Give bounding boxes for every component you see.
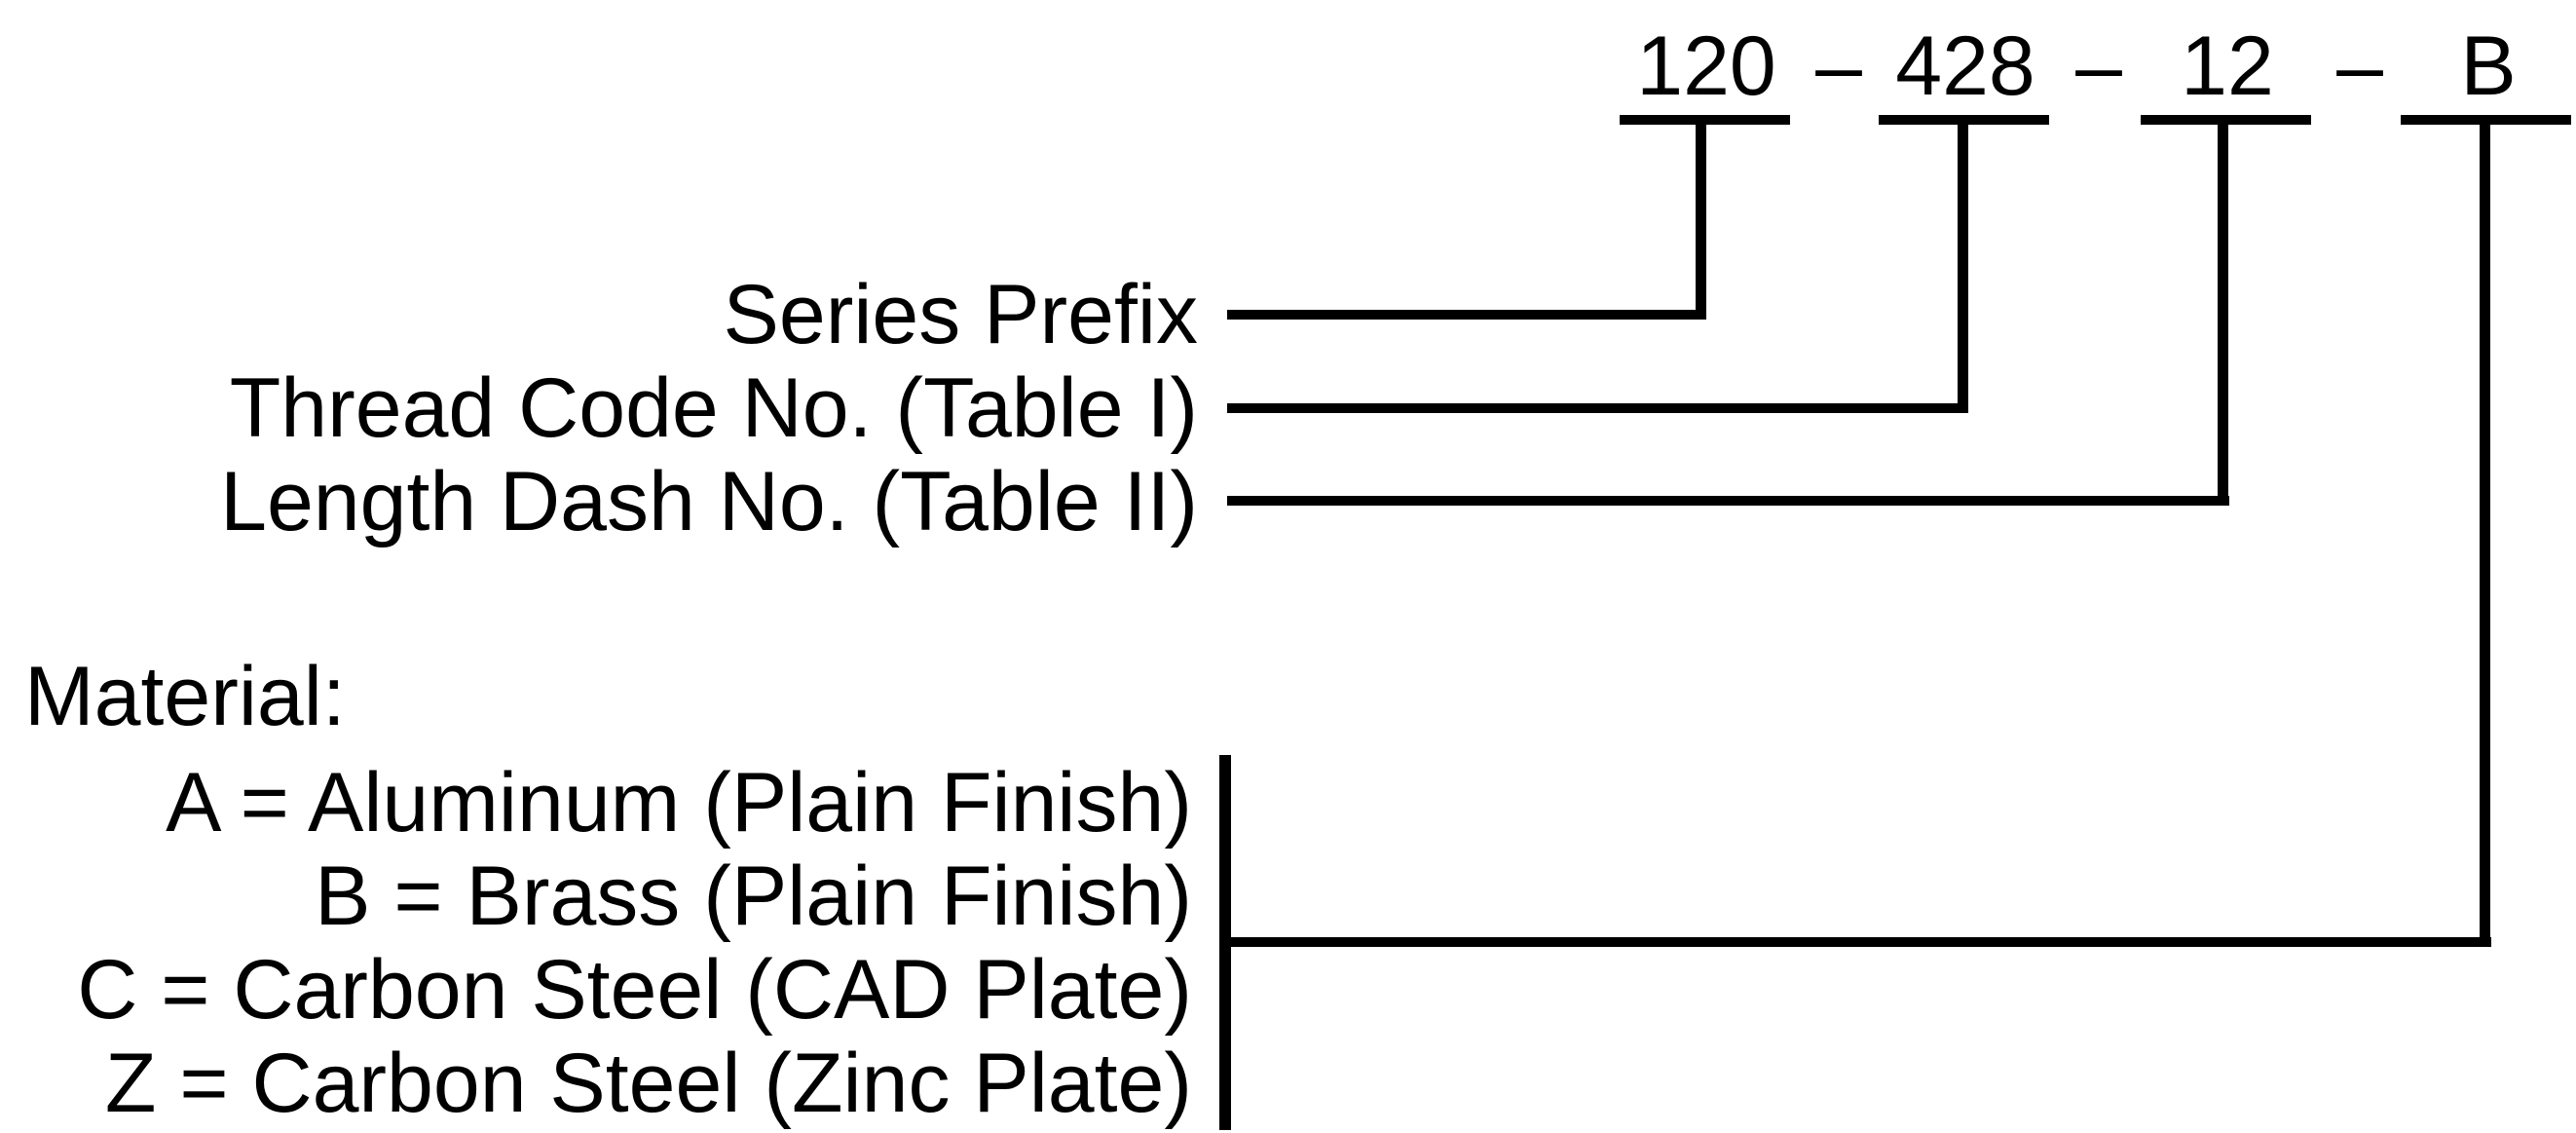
part-number-segment-thread-code: 428 (1895, 19, 2035, 113)
material-option-brass: B = Brass (Plain Finish) (315, 850, 1192, 943)
connector-vertical-material-code (2480, 117, 2490, 947)
part-number-separator: – (2336, 19, 2383, 113)
part-number-segment-length-dash: 12 (2181, 19, 2274, 113)
connector-vertical-length-dash (2218, 117, 2228, 506)
material-option-carbon-steel-cad: C = Carbon Steel (CAD Plate) (77, 943, 1192, 1037)
connector-horizontal-thread-code (1227, 403, 1968, 413)
part-number-segment-material-code: B (2460, 19, 2517, 113)
connector-vertical-thread-code (1958, 117, 1968, 413)
material-heading: Material: (24, 650, 346, 743)
part-number-separator: – (2075, 19, 2122, 113)
callout-label-length-dash: Length Dash No. (Table II) (220, 455, 1198, 548)
material-option-carbon-steel-zinc: Z = Carbon Steel (Zinc Plate) (104, 1037, 1192, 1130)
connector-horizontal-length-dash (1227, 496, 2229, 506)
material-group-bar (1219, 755, 1231, 1130)
part-number-segment-series-prefix: 120 (1636, 19, 1776, 113)
material-option-aluminum: A = Aluminum (Plain Finish) (166, 756, 1192, 850)
connector-vertical-series-prefix (1696, 117, 1706, 320)
part-number-separator: – (1815, 19, 1862, 113)
callout-label-thread-code: Thread Code No. (Table I) (229, 361, 1198, 455)
connector-horizontal-material (1231, 937, 2491, 947)
callout-label-series-prefix: Series Prefix (723, 268, 1199, 361)
connector-horizontal-series-prefix (1227, 310, 1706, 320)
